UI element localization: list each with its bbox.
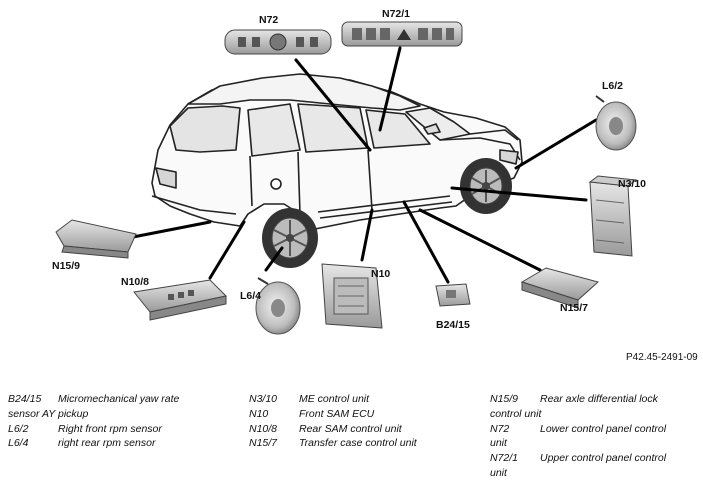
legend-text: Upper control panel control — [540, 452, 667, 465]
l6-2-sensor-disc — [595, 95, 637, 151]
n15-9-rear-axle-ecu — [55, 219, 137, 259]
legend-text: right rear rpm sensor — [58, 437, 156, 450]
l6-4-sensor-disc — [255, 277, 301, 335]
legend-item: N15/9 Rear axle differential lock control… — [490, 392, 700, 422]
legend-text: ME control unit — [299, 393, 370, 405]
label-l6-4: L6/4 — [240, 290, 262, 302]
label-n10: N10 — [371, 268, 391, 280]
label-n72-1: N72/1 — [382, 8, 411, 20]
legend-text-cont: control unit — [490, 407, 542, 420]
vehicle-illustration — [151, 73, 523, 231]
legend-item: B24/15 Micromechanical yaw rate sensor AY… — [8, 392, 228, 422]
label-n10-8: N10/8 — [121, 276, 150, 288]
legend-text: Transfer case control unit — [299, 437, 417, 450]
legend-item: N3/10 ME control unit — [249, 392, 459, 407]
legend-code: N10 — [249, 407, 269, 420]
n10-8-rear-sam-unit — [133, 279, 228, 321]
legend-text: Front SAM ECU — [299, 407, 375, 420]
front-wheel — [460, 158, 512, 214]
label-n3-10: N3/10 — [618, 178, 647, 190]
n15-7-transfer-case-unit — [520, 267, 600, 309]
label-n15-7: N15/7 — [560, 302, 589, 314]
figure-reference: P42.45-2491-09 — [626, 352, 698, 363]
legend-code: B24/15 — [8, 393, 42, 405]
b24-15-yaw-rate-sensor — [435, 283, 471, 307]
legend-code: N15/9 — [490, 393, 519, 405]
n72-1-upper-control-panel — [341, 21, 463, 47]
leader-lines — [126, 46, 598, 284]
n72-lower-control-panel — [224, 29, 332, 55]
legend-column-3: N15/9 Rear axle differential lock control… — [490, 392, 700, 481]
label-b24-15: B24/15 — [436, 319, 470, 331]
legend-text-cont: sensor AY pickup — [8, 407, 89, 420]
label-n15-9: N15/9 — [52, 260, 81, 272]
legend-text-cont: unit — [490, 466, 507, 479]
legend-text: Micromechanical yaw rate — [58, 393, 180, 405]
legend-code: N15/7 — [249, 437, 278, 450]
legend-item: N72/1 Upper control panel control unit — [490, 451, 700, 481]
legend-code: L6/4 — [8, 437, 29, 450]
n10-front-sam-ecu — [321, 263, 383, 329]
legend-code: N72/1 — [490, 452, 519, 465]
legend-text: Right front rpm sensor — [58, 422, 162, 435]
legend-item: N72 Lower control panel control unit — [490, 422, 700, 452]
label-n72: N72 — [259, 14, 279, 26]
legend-item: N15/7 Transfer case control unit — [249, 436, 459, 451]
n3-10-me-control-unit — [588, 175, 638, 257]
legend-column-1: B24/15 Micromechanical yaw rate sensor AY… — [8, 392, 228, 451]
legend-text: Rear axle differential lock — [540, 393, 658, 405]
legend-text-cont: unit — [490, 437, 507, 450]
legend-code: N3/10 — [249, 393, 278, 405]
legend-code: N10/8 — [249, 422, 278, 435]
legend-code: N72 — [490, 422, 510, 435]
label-l6-2: L6/2 — [602, 80, 624, 92]
vehicle-component-diagram — [55, 21, 638, 335]
legend-item: N10/8 Rear SAM control unit — [249, 422, 459, 437]
rear-wheel — [262, 208, 318, 268]
legend-column-2: N3/10 ME control unit N10 Front SAM ECU N1… — [249, 392, 459, 451]
legend-code: L6/2 — [8, 422, 29, 435]
legend-text: Rear SAM control unit — [299, 422, 402, 435]
legend-text: Lower control panel control — [540, 422, 667, 435]
legend-item: N10 Front SAM ECU — [249, 407, 459, 422]
legend-item: L6/2 Right front rpm sensor — [8, 422, 228, 437]
legend-item: L6/4 right rear rpm sensor — [8, 436, 228, 451]
